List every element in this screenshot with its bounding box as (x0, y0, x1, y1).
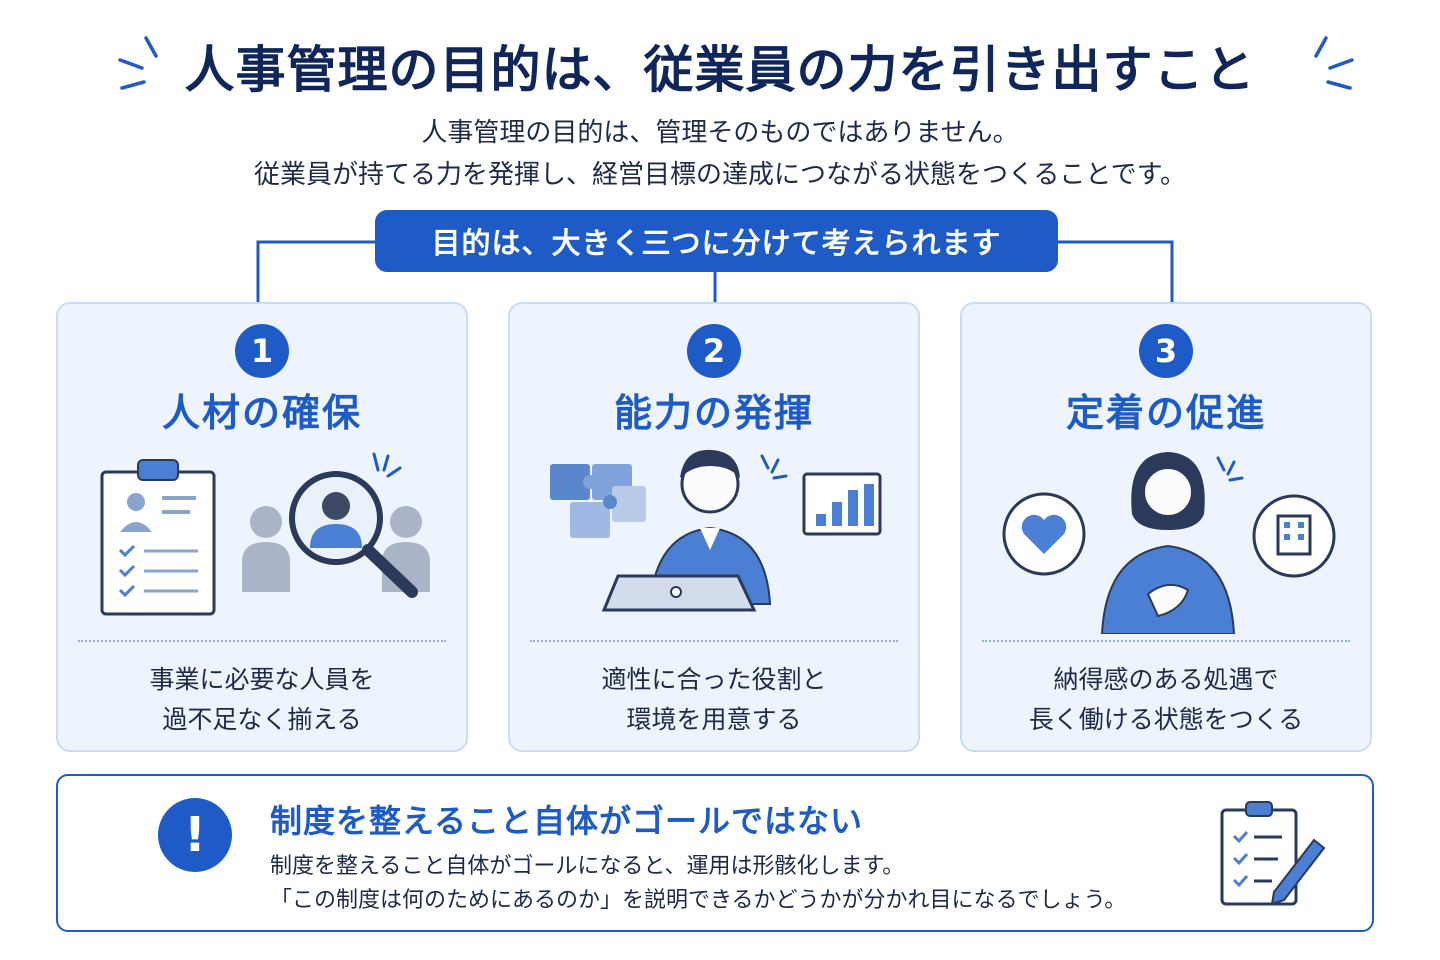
card-recruitment: 1 人材の確保 (56, 302, 468, 752)
clipboard-icon (100, 459, 216, 616)
woman-icon (1100, 452, 1244, 634)
card-number-badge: 1 (235, 324, 289, 378)
card-desc-line-1: 事業に必要な人員を (149, 665, 375, 694)
card-description: 納得感のある処遇で 長く働ける状態をつくる (962, 660, 1370, 740)
note-line-1: 制度を整えること自体がゴールになると、運用は形骸化します。 (270, 854, 905, 879)
magnifier-people-icon (242, 452, 430, 598)
card-title: 能力の発揮 (613, 391, 814, 435)
retention-illustration (1002, 452, 1336, 634)
banner-connector (256, 240, 1174, 302)
note-title: 制度を整えること自体がゴールではない (270, 802, 864, 840)
card-number-badge: 2 (687, 324, 741, 378)
card-divider (78, 640, 446, 642)
card-retention: 3 定着の促進 納得感のある処遇で 長く働ける状態をつくる (960, 302, 1372, 752)
puzzle-icon (550, 464, 646, 538)
page-title: 人事管理の目的は、従業員の力を引き出すこと (184, 41, 1256, 99)
card-desc-line-2: 環境を用意する (626, 705, 802, 734)
card-desc-line-1: 適性に合った役割と (601, 665, 827, 694)
checklist-pen-icon (1220, 801, 1326, 906)
bar-chart-icon (802, 472, 882, 536)
subtitle-line-2: 従業員が持てる力を発揮し、経営目標の達成につながる状態をつくることです。 (253, 160, 1187, 190)
card-title: 人材の確保 (161, 391, 362, 435)
card-number-badge: 3 (1139, 324, 1193, 378)
ability-illustration (550, 449, 882, 612)
right-burst-icon (1314, 36, 1354, 90)
card-description: 適性に合った役割と 環境を用意する (510, 660, 918, 740)
card-ability: 2 能力の発揮 適性に合った役割と (508, 302, 920, 752)
card-desc-line-1: 納得感のある処遇で (1053, 665, 1279, 694)
note-line-2: 「この制度は何のためにあるのか」を説明できるかどうかが分かれ目になるでしょう。 (270, 888, 1127, 913)
building-icon (1252, 494, 1336, 578)
purpose-banner: 目的は、大きく三つに分けて考えられます (375, 210, 1058, 272)
card-divider (982, 640, 1350, 642)
subtitle-line-1: 人事管理の目的は、管理そのものではありません。 (421, 118, 1019, 148)
card-desc-line-2: 長く働ける状態をつくる (1028, 705, 1304, 734)
card-desc-line-2: 過不足なく揃える (162, 705, 362, 734)
heart-icon (1002, 492, 1086, 576)
exclamation-icon: ! (158, 798, 232, 872)
card-title: 定着の促進 (1065, 391, 1266, 435)
left-burst-icon (118, 36, 158, 90)
card-divider (530, 640, 898, 642)
card-description: 事業に必要な人員を 過不足なく揃える (58, 660, 466, 740)
recruitment-illustration (100, 452, 430, 616)
note-box: ! 制度を整えること自体がゴールではない 制度を整えること自体がゴールになると、… (56, 774, 1374, 932)
person-laptop-icon (601, 449, 788, 612)
